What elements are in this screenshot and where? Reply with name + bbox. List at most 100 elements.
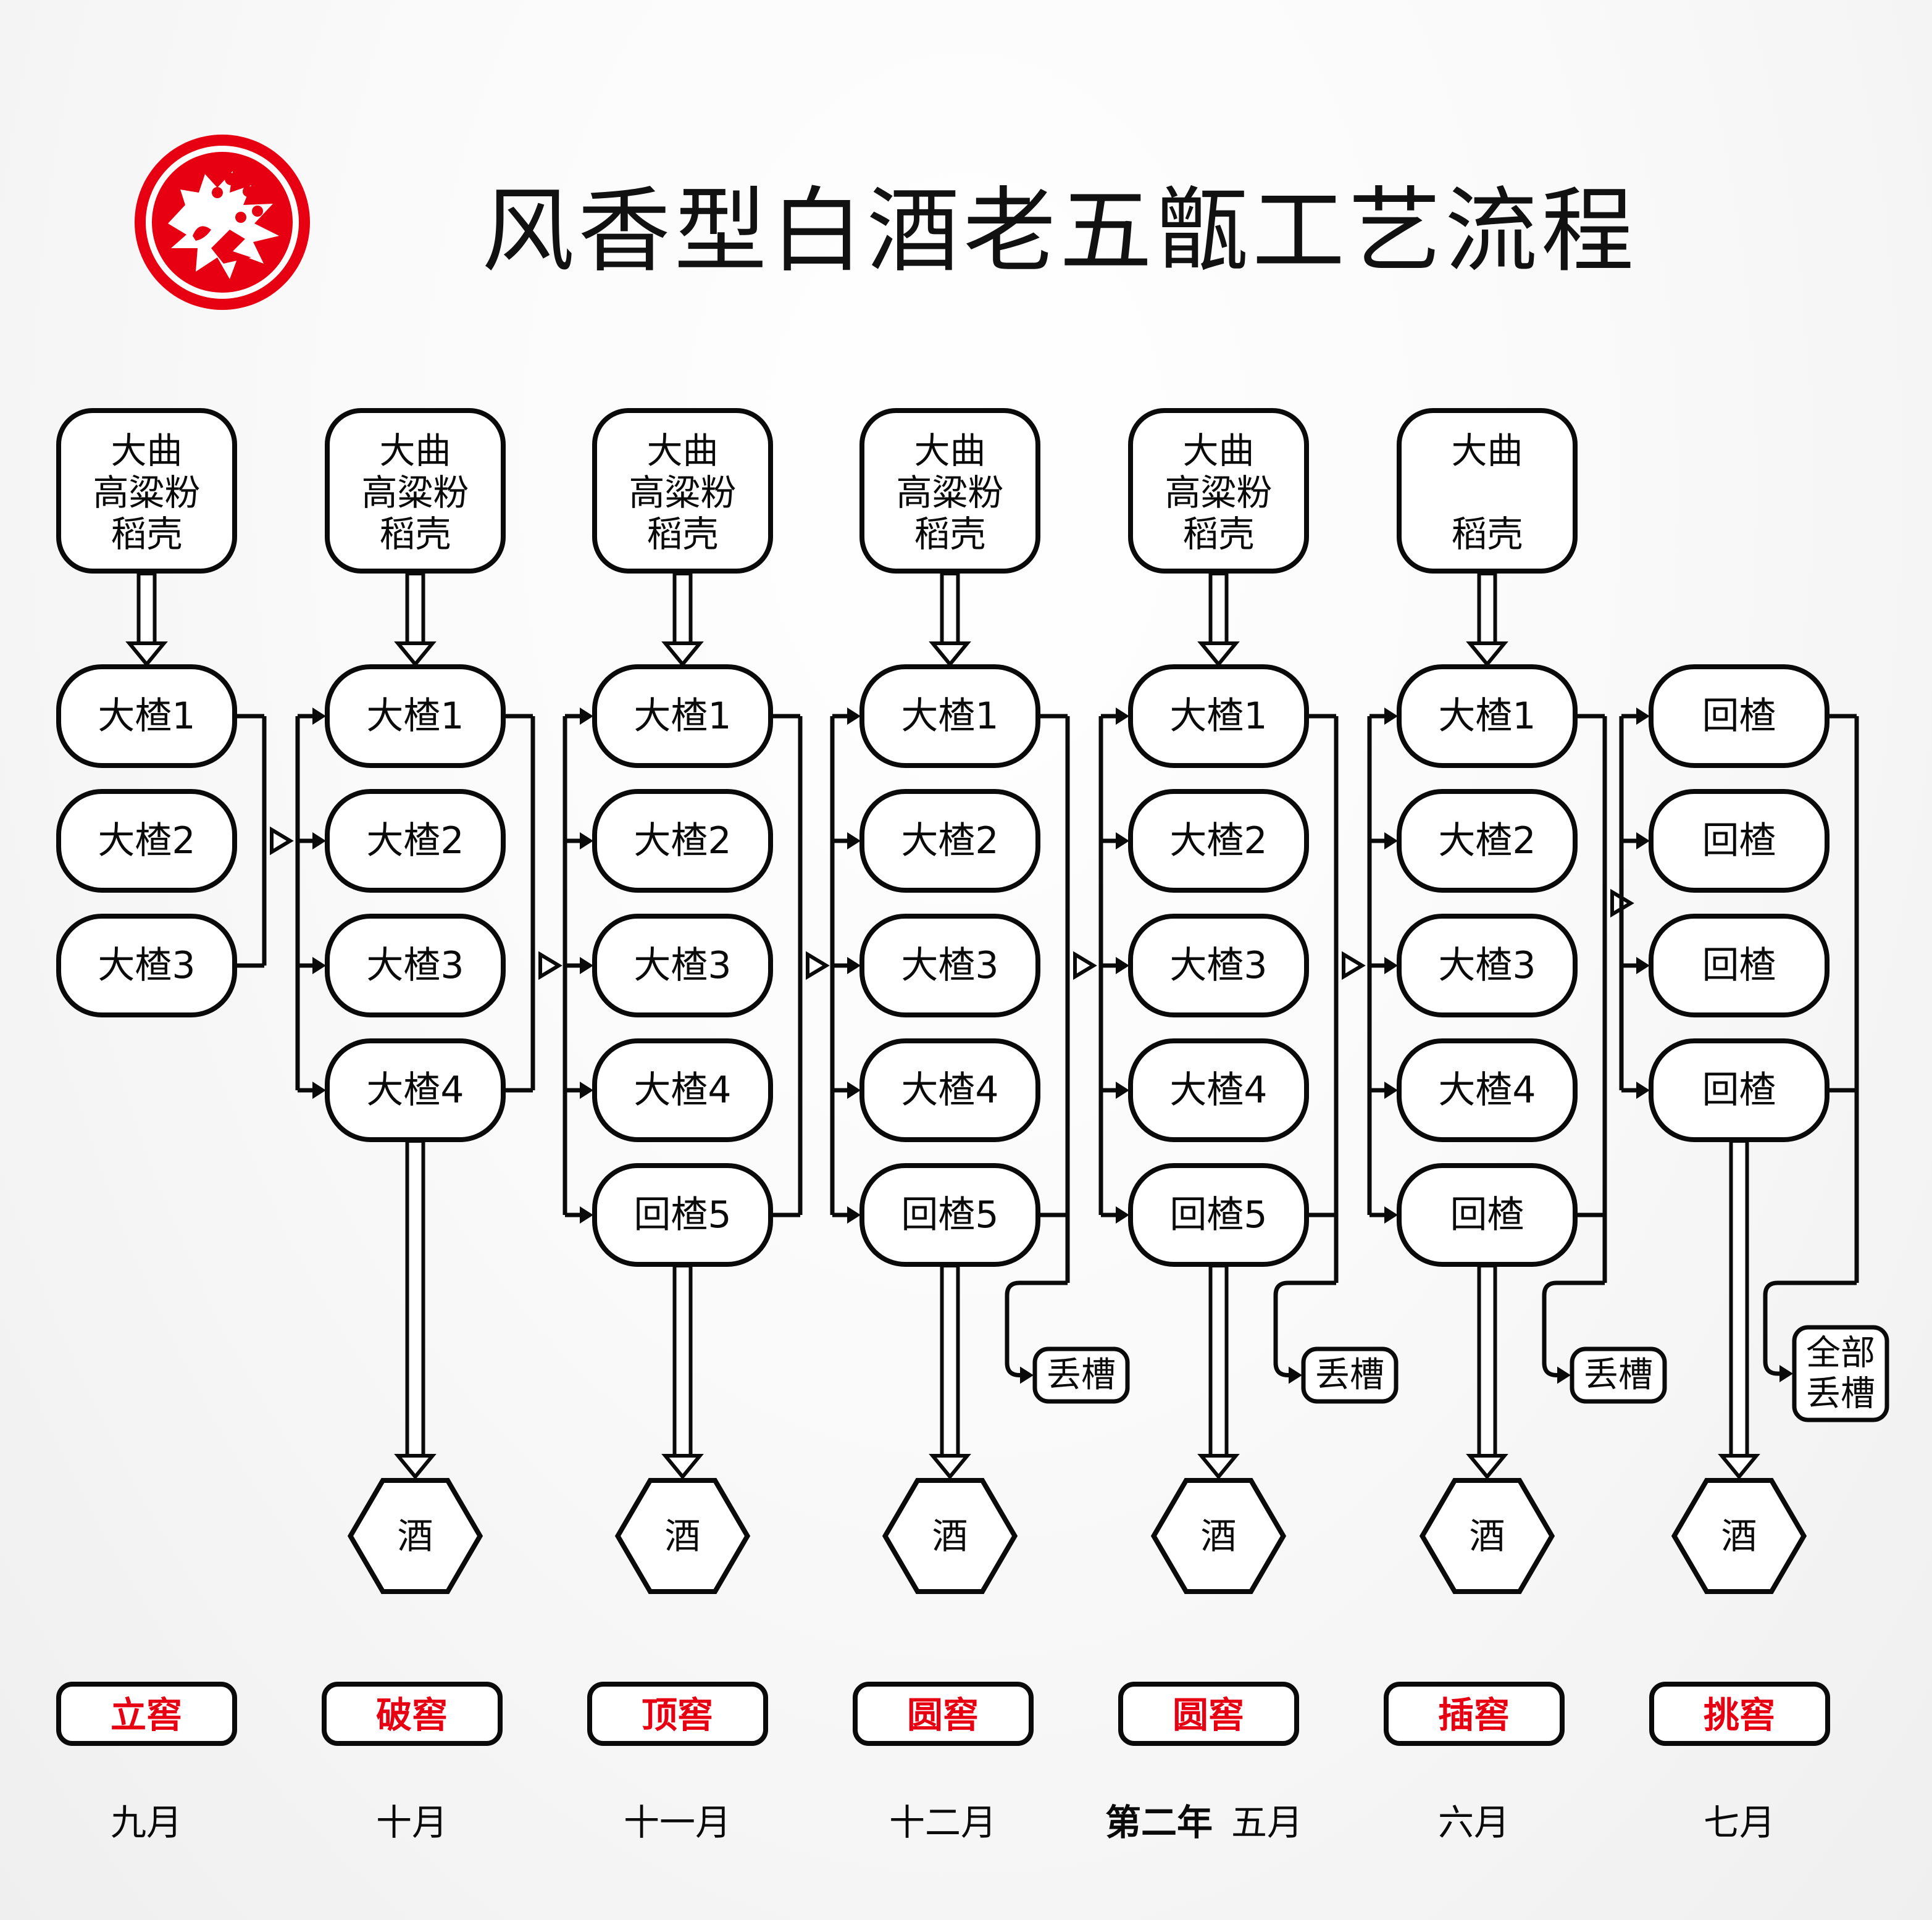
discard-label: 全部 — [1806, 1334, 1875, 1374]
input-label: 稻壳 — [379, 513, 451, 555]
batch-box — [859, 1038, 1040, 1142]
batch-label: 回楂5 — [634, 1193, 731, 1237]
batch-label: 大楂1 — [366, 695, 464, 738]
batch-label: 回楂5 — [1169, 1193, 1267, 1237]
month-label: 十月 — [376, 1801, 448, 1843]
stage-badge — [322, 1682, 503, 1746]
discard-label: 丢槽 — [1047, 1355, 1116, 1395]
hexagon-icon — [347, 1478, 483, 1594]
input-box — [592, 408, 773, 574]
product-label: 酒 — [1721, 1515, 1757, 1557]
input-label: 高粱粉 — [93, 472, 200, 514]
batch-label: 回楂 — [1702, 944, 1776, 987]
stage-badge — [1649, 1682, 1830, 1746]
batch-box — [1649, 789, 1830, 893]
discard-box — [1792, 1325, 1889, 1422]
input-box — [1128, 408, 1309, 574]
batch-box — [1128, 789, 1309, 893]
input-label: 高粱粉 — [1165, 472, 1272, 514]
month-label: 六月 — [1438, 1801, 1510, 1843]
product-label: 酒 — [1469, 1515, 1505, 1557]
column-2 — [325, 408, 506, 1142]
batch-box — [592, 789, 773, 893]
stage-label: 立窖 — [111, 1694, 182, 1736]
input-label: 高粱粉 — [361, 472, 469, 514]
batch-label: 大楂3 — [366, 944, 464, 987]
month-label: 十二月 — [889, 1801, 997, 1843]
product-label: 酒 — [397, 1515, 433, 1557]
batch-box — [592, 1038, 773, 1142]
month-prefix: 第二年 — [1105, 1801, 1213, 1843]
batch-label: 大楂2 — [366, 819, 464, 862]
batch-label: 大楂3 — [634, 944, 731, 987]
hollow-triangle-arrow-icon — [1073, 951, 1097, 980]
batch-label: 大楂3 — [1438, 944, 1536, 987]
input-label: 稻壳 — [646, 513, 718, 555]
input-label: 大曲 — [646, 430, 718, 472]
batch-label: 回楂 — [1702, 819, 1776, 862]
stage-badge — [56, 1682, 237, 1746]
input-label: 稻壳 — [1451, 513, 1523, 555]
batch-label: 大楂2 — [634, 819, 731, 862]
batch-box — [325, 789, 506, 893]
input-box — [325, 408, 506, 574]
batch-label: 大楂3 — [1169, 944, 1267, 987]
hollow-triangle-arrow-icon — [806, 951, 830, 980]
hollow-triangle-arrow-icon — [270, 826, 294, 856]
batch-box — [859, 914, 1040, 1017]
batch-box — [1128, 1038, 1309, 1142]
product-label: 酒 — [664, 1515, 700, 1557]
page-title: 风香型白酒老五甑工艺流程 — [482, 178, 1638, 285]
batch-label: 大楂4 — [366, 1069, 464, 1112]
batch-label: 大楂4 — [634, 1069, 731, 1112]
batch-box — [56, 789, 237, 893]
stage-label: 破窖 — [376, 1694, 448, 1736]
batch-label: 大楂1 — [98, 695, 195, 738]
batch-box — [1397, 1038, 1578, 1142]
stage-badge — [853, 1682, 1034, 1746]
hexagon-icon — [614, 1478, 751, 1594]
month-label: 七月 — [1704, 1801, 1775, 1843]
column-6 — [1397, 408, 1578, 1267]
batch-label: 回楂 — [1702, 1069, 1776, 1112]
product-label: 酒 — [1200, 1515, 1236, 1557]
stage-label: 挑窖 — [1704, 1694, 1775, 1736]
input-label: 大曲 — [914, 430, 985, 472]
batch-label: 大楂1 — [901, 695, 998, 738]
stage-label: 圆窖 — [907, 1694, 979, 1736]
batch-label: 大楂4 — [1438, 1069, 1536, 1112]
stage-badge — [587, 1682, 768, 1746]
hexagon-icon — [1419, 1478, 1555, 1594]
input-label: 大曲 — [379, 430, 451, 472]
batch-box — [1649, 914, 1830, 1017]
stage-badge — [1384, 1682, 1565, 1746]
double-line-down-arrow-icon — [661, 572, 704, 667]
batch-box — [1397, 914, 1578, 1017]
discard-box — [1032, 1346, 1130, 1404]
input-label: 大曲 — [111, 430, 182, 472]
batch-label: 回楂 — [1702, 695, 1776, 738]
hexagon-icon — [1671, 1478, 1807, 1594]
input-label: 稻壳 — [914, 513, 985, 555]
batch-label: 大楂4 — [1169, 1069, 1267, 1112]
double-line-down-arrow-icon — [394, 572, 437, 667]
input-label: 稻壳 — [1182, 513, 1254, 555]
input-box — [859, 408, 1040, 574]
batch-label: 大楂1 — [634, 695, 731, 738]
batch-label: 大楂3 — [98, 944, 195, 987]
batch-label: 大楂2 — [901, 819, 998, 862]
stage-badge — [1118, 1682, 1299, 1746]
double-line-down-arrow-icon — [929, 1264, 971, 1480]
double-line-down-arrow-icon — [1466, 1264, 1508, 1480]
input-label: 稻壳 — [111, 513, 182, 555]
column-1 — [56, 408, 237, 1017]
double-line-down-arrow-icon — [1466, 572, 1508, 667]
batch-label: 大楂2 — [1169, 819, 1267, 862]
input-label: 高粱粉 — [896, 472, 1003, 514]
stage-label: 圆窖 — [1173, 1694, 1244, 1736]
hollow-triangle-arrow-icon — [1342, 951, 1366, 980]
double-line-down-arrow-icon — [394, 1139, 437, 1480]
hexagon-icon — [1150, 1478, 1287, 1594]
